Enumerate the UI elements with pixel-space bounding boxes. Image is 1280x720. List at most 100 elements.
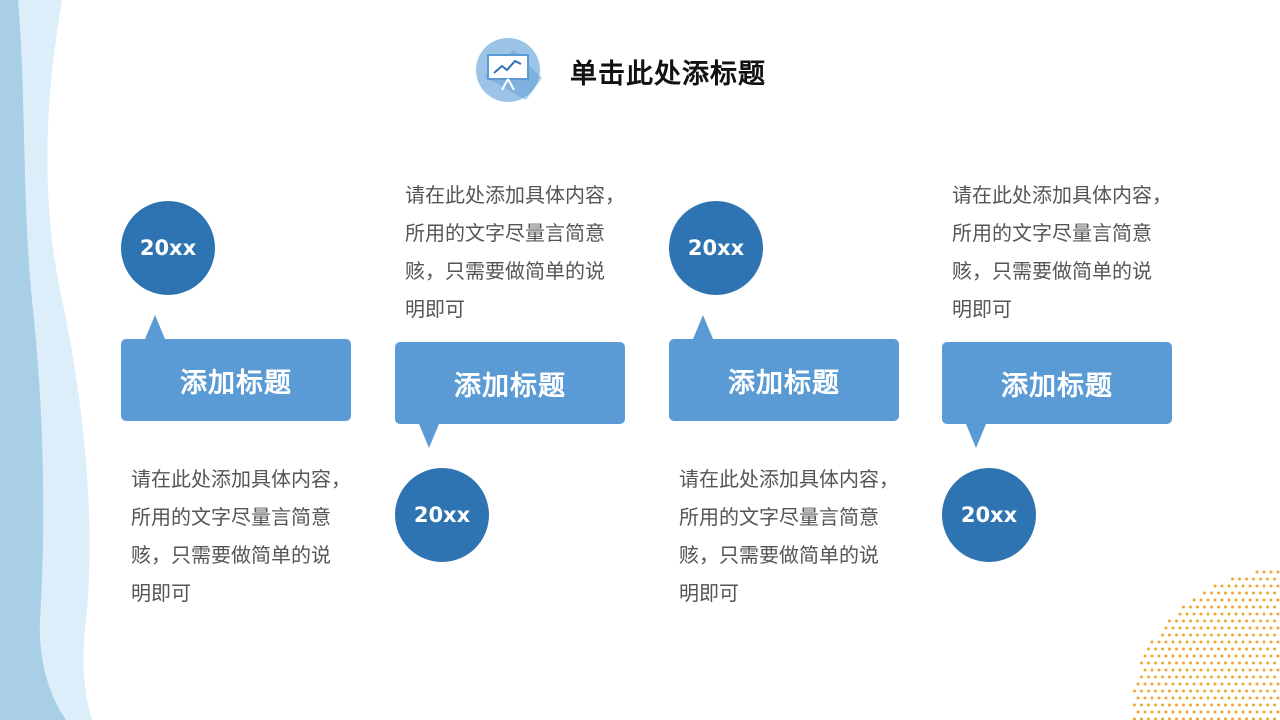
decorative-dot bbox=[1217, 689, 1220, 693]
decorative-dot bbox=[1238, 661, 1241, 665]
left-wave-dark bbox=[0, 0, 66, 720]
decorative-dot bbox=[1217, 703, 1220, 707]
decorative-dot bbox=[1241, 584, 1245, 588]
decorative-dot bbox=[1241, 640, 1245, 644]
description-line: 所用的文字尽量言简意 bbox=[405, 221, 605, 245]
decorative-dot bbox=[1150, 668, 1154, 672]
decorative-dot bbox=[1262, 710, 1266, 714]
decorative-dot bbox=[1133, 689, 1136, 693]
decorative-dot bbox=[1196, 689, 1199, 693]
decorative-dot bbox=[1133, 703, 1136, 707]
callout-pointer bbox=[145, 315, 165, 339]
decorative-dot bbox=[1220, 626, 1224, 630]
decorative-dot bbox=[1210, 717, 1213, 720]
decorative-dot bbox=[1213, 668, 1217, 672]
decorative-dot bbox=[1140, 661, 1143, 665]
decorative-dot bbox=[1178, 682, 1182, 686]
decorative-dot bbox=[1206, 710, 1210, 714]
decorative-dot bbox=[1238, 577, 1241, 581]
decorative-dot bbox=[1189, 633, 1192, 637]
decorative-dot bbox=[1199, 640, 1203, 644]
decorative-dot bbox=[1262, 654, 1266, 658]
decorative-dot bbox=[1224, 633, 1227, 637]
decorative-dot bbox=[1262, 668, 1266, 672]
decorative-dot bbox=[1234, 696, 1238, 700]
decorative-dot bbox=[1206, 696, 1210, 700]
decorative-dot bbox=[1168, 675, 1171, 679]
description-line: 请在此处添加具体内容， bbox=[952, 183, 1172, 207]
decorative-dot bbox=[1154, 661, 1157, 665]
decorative-dot bbox=[1227, 696, 1231, 700]
decorative-dot bbox=[1227, 682, 1231, 686]
decorative-dot bbox=[1210, 675, 1213, 679]
decorative-dot bbox=[1238, 703, 1241, 707]
decorative-dot bbox=[1199, 626, 1203, 630]
decorative-dot bbox=[1262, 640, 1266, 644]
decorative-dot bbox=[1255, 668, 1259, 672]
decorative-dot bbox=[1161, 633, 1164, 637]
decorative-dot bbox=[1276, 710, 1280, 714]
description-line: 明即可 bbox=[952, 297, 1012, 321]
decorative-dot bbox=[1227, 584, 1231, 588]
decorative-dot bbox=[1227, 668, 1231, 672]
decorative-dot bbox=[1182, 647, 1185, 651]
decorative-dot bbox=[1245, 703, 1248, 707]
decorative-dot bbox=[1231, 619, 1234, 623]
decorative-dot bbox=[1231, 675, 1234, 679]
decorative-dot bbox=[1252, 619, 1255, 623]
decorative-dot bbox=[1182, 605, 1185, 609]
decorative-dot bbox=[1185, 710, 1189, 714]
decorative-dot bbox=[1217, 605, 1220, 609]
decorative-dot bbox=[1276, 654, 1280, 658]
decorative-dot bbox=[1234, 654, 1238, 658]
decorative-dot bbox=[1171, 640, 1175, 644]
decorative-dot bbox=[1175, 633, 1178, 637]
decorative-dot bbox=[1276, 640, 1280, 644]
decorative-dot bbox=[1171, 710, 1175, 714]
decorative-dot bbox=[1154, 647, 1157, 651]
decorative-dot bbox=[1252, 689, 1255, 693]
decorative-dot bbox=[1199, 654, 1203, 658]
decorative-dot bbox=[1147, 689, 1150, 693]
decorative-dot bbox=[1213, 612, 1217, 616]
decorative-dot bbox=[1206, 640, 1210, 644]
decorative-dot bbox=[1185, 626, 1189, 630]
decorative-dot bbox=[1189, 661, 1192, 665]
decorative-dot bbox=[1248, 668, 1252, 672]
decorative-dot bbox=[1189, 703, 1192, 707]
decorative-dot bbox=[1210, 689, 1213, 693]
callout-down: 添加标题 bbox=[395, 342, 625, 448]
decorative-dot bbox=[1273, 675, 1276, 679]
decorative-dot bbox=[1217, 675, 1220, 679]
decorative-dot bbox=[1182, 661, 1185, 665]
decorative-dot bbox=[1276, 598, 1280, 602]
decorative-dot bbox=[1217, 717, 1220, 720]
decorative-dot bbox=[1203, 689, 1206, 693]
decorative-dot bbox=[1224, 703, 1227, 707]
decorative-dot bbox=[1241, 598, 1245, 602]
decorative-dot bbox=[1140, 703, 1143, 707]
decorative-dot bbox=[1178, 696, 1182, 700]
decorative-dot bbox=[1245, 717, 1248, 720]
decorative-dot bbox=[1273, 577, 1276, 581]
decorative-dot bbox=[1196, 633, 1199, 637]
decorative-dot bbox=[1220, 682, 1224, 686]
decorative-dot bbox=[1217, 619, 1220, 623]
decorative-dot bbox=[1147, 647, 1150, 651]
decorative-dot bbox=[1231, 647, 1234, 651]
description-line: 赅，只需要做简单的说 bbox=[131, 543, 331, 567]
milestone-description: 请在此处添加具体内容， 所用的文字尽量言简意 赅，只需要做简单的说 明即可 bbox=[405, 176, 645, 328]
decorative-dot bbox=[1157, 668, 1161, 672]
decorative-dot bbox=[1245, 675, 1248, 679]
decorative-dot bbox=[1248, 612, 1252, 616]
decorative-dot bbox=[1210, 591, 1213, 595]
milestone-heading: 添加标题 bbox=[942, 342, 1172, 424]
decorative-dot bbox=[1273, 703, 1276, 707]
decorative-dot bbox=[1161, 689, 1164, 693]
decorative-dot bbox=[1168, 633, 1171, 637]
description-line: 赅，只需要做简单的说 bbox=[952, 259, 1152, 283]
decorative-dot bbox=[1175, 717, 1178, 720]
decorative-dot bbox=[1259, 591, 1262, 595]
decorative-dot bbox=[1255, 710, 1259, 714]
decorative-dot bbox=[1182, 619, 1185, 623]
